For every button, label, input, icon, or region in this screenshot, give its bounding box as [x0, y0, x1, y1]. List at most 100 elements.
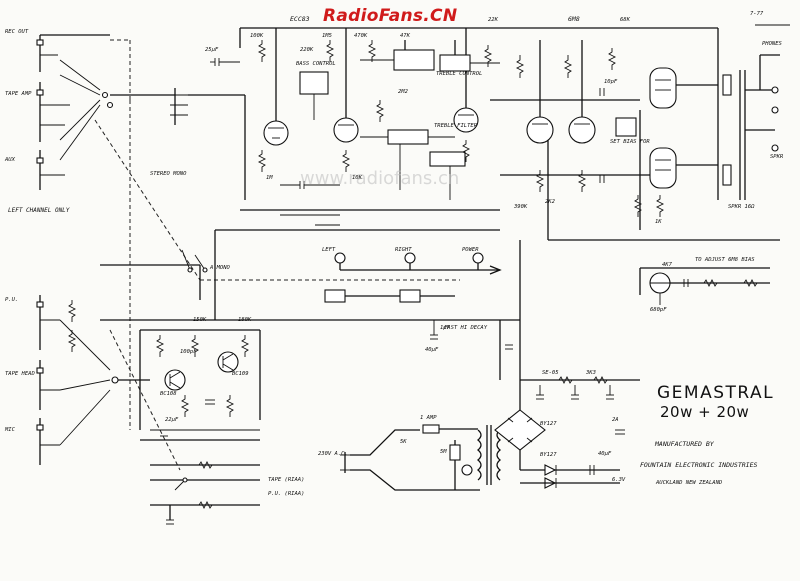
label-res-390k: 390K: [514, 204, 528, 210]
label-tape-amp: TAPE AMP: [5, 91, 32, 97]
input-jack-pu: [36, 295, 60, 350]
output-transformer: [640, 27, 746, 200]
label-res-1m: 1M: [266, 175, 273, 181]
preamp-selector-lower: [59, 300, 181, 471]
label-mic: MIC: [5, 427, 15, 433]
fuse: [422, 424, 470, 434]
label-treble-filter: TREBLE FILTER: [434, 123, 478, 129]
indicator-lamps: [200, 252, 502, 303]
ecc83-tube-3: [453, 28, 479, 133]
label-res-5m: 5M: [440, 449, 447, 455]
output-tube-phase-splitter: [568, 40, 596, 144]
bridge-rectifier: [494, 379, 640, 470]
manufactured-by-label: MANUFACTURED BY: [655, 440, 714, 448]
label-res-1k: 1K: [655, 219, 662, 225]
label-treble-control: TREBLE CONTROL: [436, 71, 483, 77]
label-res-22k: 22K: [488, 17, 498, 23]
label-fast-hi-decay: FAST HI DECAY: [444, 325, 488, 331]
label-cap-10pf: 10pF: [604, 79, 618, 85]
power-tube-lower: [649, 147, 677, 189]
label-tr-bc109: BC109: [232, 371, 249, 377]
label-tape-head: TAPE HEAD: [5, 371, 35, 377]
label-pu-riaa: P.U. (RIAA): [268, 491, 305, 497]
title-main: GEMASTRAL: [657, 383, 775, 403]
heater-rectifier: [520, 464, 620, 489]
label-fuse2: 2A: [612, 417, 619, 423]
preamp-resistors: [257, 40, 493, 172]
label-res-47k: 47K: [400, 33, 410, 39]
label-cap-22pf: 22µF: [165, 417, 179, 423]
output-tube-driver: [526, 40, 554, 144]
label-res-150k: 150K: [193, 317, 207, 323]
ecc83-tube-1: [263, 28, 289, 146]
label-tr-bc108: BC108: [160, 391, 177, 397]
label-cap-40pf-2: 40µF: [598, 451, 612, 457]
label-mono: A MONO: [210, 265, 230, 271]
label-power: POWER: [462, 247, 479, 253]
label-cap-40pf: 40µF: [425, 347, 439, 353]
label-set-bias: SET BIAS FOR: [610, 139, 650, 145]
label-aux: AUX: [5, 157, 15, 163]
label-res-5k: 5K: [400, 439, 407, 445]
preamp-capacitors: [210, 58, 340, 226]
label-res-1m5: 1M5: [322, 33, 332, 39]
label-res-470k: 470K: [354, 33, 368, 39]
label-res-2m2: 2M2: [398, 89, 408, 95]
label-ac-in: 230V A.C.: [318, 451, 348, 457]
label-diode-by127a: BY127: [540, 421, 557, 427]
label-phones: PHONES: [762, 41, 782, 47]
label-res-180k: 180K: [238, 317, 252, 323]
label-stereo-mono: STEREO MONO: [150, 171, 187, 177]
title-sub: 20w + 20w: [660, 403, 750, 421]
label-res-100k: 100K: [250, 33, 264, 39]
transistor-bc109: [217, 351, 239, 373]
label-res-4k7: 4K7: [662, 262, 672, 268]
label-cap-680pf: 680pF: [650, 307, 667, 313]
label-fuse: 1 AMP: [420, 415, 437, 421]
label-ref-note: 7-77: [750, 11, 764, 17]
output-stage-passives: [490, 48, 780, 241]
transistor-bc108: [164, 369, 186, 391]
filter-capacitors: [536, 375, 625, 435]
label-diode-se05: SE-05: [542, 370, 559, 376]
label-rec-out: REC OUT: [5, 29, 29, 35]
mono-switch: [181, 249, 208, 273]
power-tube-upper: [649, 67, 677, 109]
label-diode-by127b: BY127: [540, 452, 557, 458]
label-res-220k: 220K: [300, 47, 314, 53]
input-jack-tape-amp: [36, 82, 70, 142]
site-logo: RadioFans.CN: [323, 6, 458, 26]
power-transformer: [420, 425, 502, 491]
psu-feed-lines: [430, 240, 521, 380]
power-switch-lamp: [449, 440, 473, 490]
ecc83-tube-2: [333, 28, 359, 143]
input-selector-switch: [59, 39, 175, 161]
transistor-stage-passives: [139, 329, 261, 441]
label-tape-riaa: TAPE (RIAA): [268, 477, 305, 483]
label-left-channel-only: LEFT CHANNEL ONLY: [8, 207, 70, 214]
bias-network: [639, 267, 770, 305]
label-res-68k: 68K: [620, 17, 630, 23]
label-bass-control: BASS CONTROL: [296, 61, 336, 67]
label-pu: P.U.: [5, 297, 19, 303]
label-right: RIGHT: [395, 247, 412, 253]
label-cap-1uf: 1µF: [440, 325, 450, 331]
label-left: LEFT: [322, 247, 336, 253]
label-spkr-rating: SPKR 16Ω: [728, 204, 755, 210]
label-spkr: SPKR: [770, 154, 784, 160]
label-res-10k: 10K: [352, 175, 362, 181]
label-lamp: 6.3V: [612, 477, 626, 483]
label-6m8: 6M8: [568, 15, 580, 23]
label-cap-25pf: 25µF: [205, 47, 219, 53]
label-ecc83: ECC83: [290, 15, 310, 23]
input-jack-aux: [36, 150, 65, 190]
label-res-2k2: 2K2: [545, 199, 555, 205]
manufacturer-location: AUCKLAND NEW ZEALAND: [656, 480, 723, 486]
speaker-output-terminals: [745, 54, 780, 152]
label-bias-note: TO ADJUST 6M8 BIAS: [695, 257, 755, 263]
label-cap-100pf: 100pF: [180, 349, 197, 355]
bass-treble-pot: [299, 71, 329, 120]
tone-control-network: [360, 40, 500, 200]
